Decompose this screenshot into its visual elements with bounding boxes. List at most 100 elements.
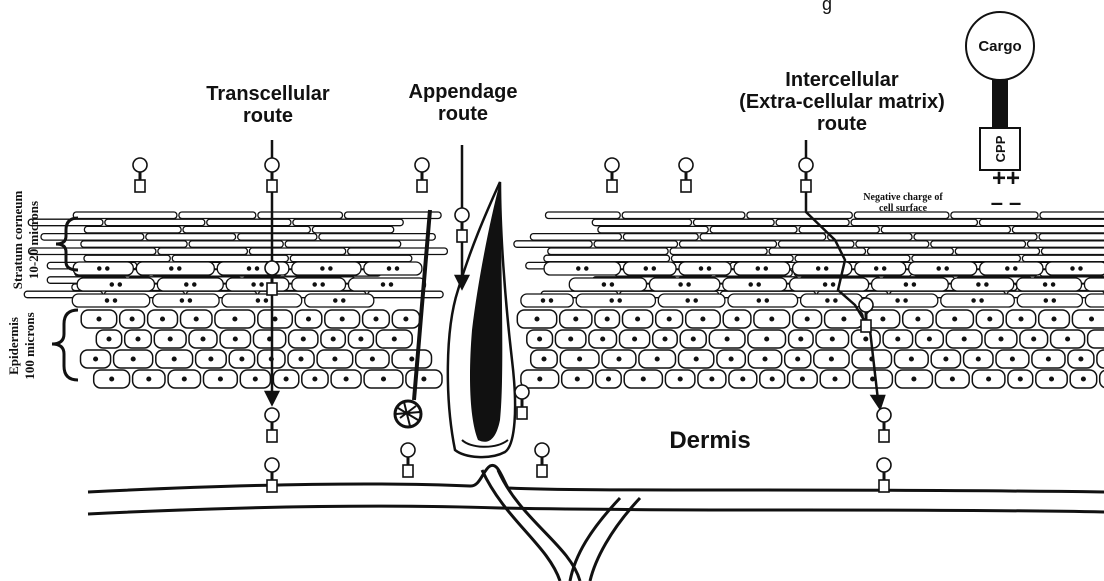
granular-cell (790, 278, 869, 291)
marker-cpp (607, 180, 617, 192)
corneocyte (594, 241, 677, 248)
marker-cpp (267, 283, 277, 295)
marker-cpp (267, 480, 277, 492)
corneocyte (1042, 248, 1104, 255)
cell-nucleus (953, 317, 957, 321)
cell-nucleus (1044, 299, 1047, 302)
cell-nucleus (97, 317, 101, 321)
epidermis-layer (81, 310, 1104, 388)
cell-nucleus (699, 267, 702, 270)
cpp-cargo-marker (799, 158, 813, 192)
corneocyte (546, 212, 621, 219)
cell-nucleus (387, 267, 390, 270)
cell-nucleus (1006, 267, 1009, 270)
dermis-label: Dermis (669, 427, 750, 454)
marker-cpp (517, 407, 527, 419)
cell-nucleus (299, 357, 303, 361)
marker-cargo (535, 443, 549, 457)
granular-cell (980, 262, 1043, 275)
cell-nucleus (912, 377, 916, 381)
corneocyte (799, 226, 879, 233)
cell-nucleus (374, 317, 378, 321)
cell-nucleus (168, 337, 172, 341)
corneocyte (881, 226, 1010, 233)
corneocyte (368, 291, 443, 298)
cell-nucleus (796, 357, 800, 361)
corneocyte (1040, 212, 1104, 219)
cell-nucleus (255, 267, 258, 270)
marker-cargo (401, 443, 415, 457)
marker-cargo (877, 408, 891, 422)
cell-nucleus (194, 317, 198, 321)
cell-nucleus (549, 299, 552, 302)
cell-nucleus (757, 299, 760, 302)
cell-nucleus (825, 267, 828, 270)
negative-charge: – – (991, 190, 1022, 215)
cell-nucleus (912, 283, 915, 286)
granular-cell (73, 262, 133, 275)
negative-charge-note-line1: Negative charge of (863, 192, 943, 203)
cell-nucleus (538, 377, 542, 381)
corneocyte (514, 241, 592, 248)
cell-nucleus (321, 283, 324, 286)
cell-nucleus (985, 283, 988, 286)
marker-cpp (879, 430, 889, 442)
corneocyte (980, 219, 1104, 226)
epidermis-label: Epidermis (6, 317, 21, 375)
corneocyte (851, 219, 977, 226)
cell-nucleus (313, 283, 316, 286)
cell-nucleus (382, 377, 386, 381)
granular-cell (72, 294, 149, 307)
corneocyte (84, 255, 170, 262)
cell-nucleus (663, 337, 667, 341)
cell-nucleus (247, 267, 250, 270)
cell-nucleus (342, 299, 345, 302)
cpp-cargo-marker (605, 158, 619, 192)
cell-nucleus (147, 377, 151, 381)
cell-nucleus (618, 299, 621, 302)
cell-nucleus (602, 283, 605, 286)
cell-nucleus (764, 267, 767, 270)
transcellular-route-label-line1: Transcellular (206, 83, 330, 105)
cell-nucleus (817, 267, 820, 270)
cell-nucleus (799, 337, 803, 341)
appendage-route-label-line1: Appendage (409, 81, 518, 103)
transcellular-route-label-line2: route (243, 105, 293, 127)
cell-nucleus (538, 337, 542, 341)
marker-cpp (457, 230, 467, 242)
cell-nucleus (307, 317, 311, 321)
cpp-label: CPP (993, 135, 1008, 162)
cell-nucleus (1082, 377, 1086, 381)
cell-nucleus (883, 267, 886, 270)
cell-nucleus (201, 337, 205, 341)
corneocyte (779, 241, 854, 248)
cell-nucleus (1079, 267, 1082, 270)
cell-nucleus (904, 299, 907, 302)
corneocyte (776, 219, 849, 226)
cell-nucleus (834, 299, 837, 302)
corneocyte (29, 248, 156, 255)
cell-nucleus (944, 357, 948, 361)
cell-nucleus (576, 377, 580, 381)
cell-nucleus (607, 377, 611, 381)
cell-nucleus (945, 267, 948, 270)
granular-cell (1085, 294, 1104, 307)
cpp-cargo-legend: Cargo CPP ++ – – Negative charge of cell… (863, 12, 1034, 215)
cell-nucleus (667, 317, 671, 321)
corneocyte (105, 219, 205, 226)
appendage-route-label-line2: route (438, 103, 488, 125)
cell-nucleus (770, 317, 774, 321)
corneocyte (694, 219, 775, 226)
cpp-cargo-marker (679, 158, 693, 192)
cpp-cargo-marker (877, 408, 891, 442)
corneocyte (41, 234, 144, 241)
cell-nucleus (234, 337, 238, 341)
cell-nucleus (875, 267, 878, 270)
cell-nucleus (937, 267, 940, 270)
cell-nucleus (701, 317, 705, 321)
corneocyte (670, 248, 767, 255)
cell-nucleus (209, 357, 213, 361)
cell-nucleus (180, 299, 183, 302)
cell-nucleus (395, 267, 398, 270)
cell-nucleus (678, 377, 682, 381)
